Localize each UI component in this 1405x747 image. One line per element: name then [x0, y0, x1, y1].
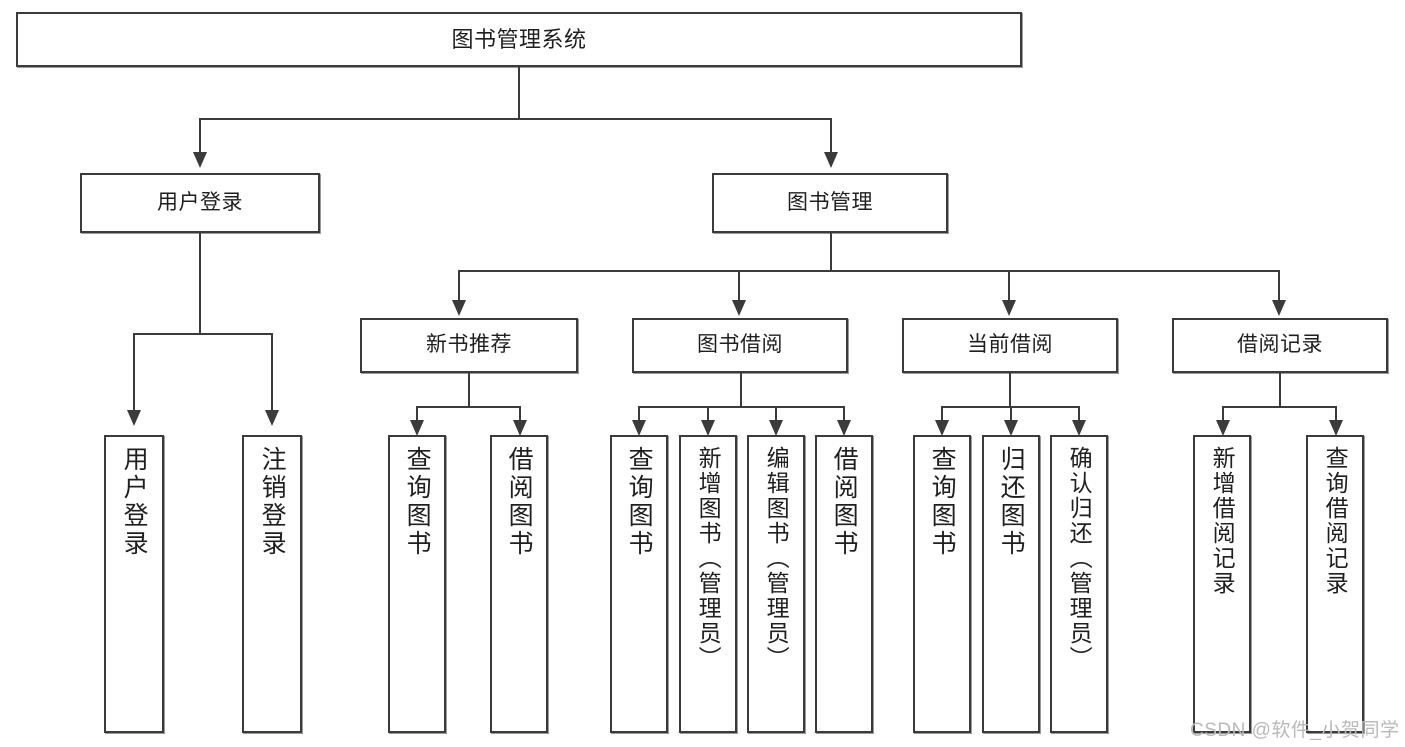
node-leaf-rcd-add-label: 新增借阅记录 [1209, 446, 1236, 596]
node-borrow-record-label: 借阅记录 [1237, 333, 1323, 357]
node-leaf-rec-query-book[interactable]: 查询图书 [388, 435, 446, 733]
connector-drop-borrow-record [1278, 270, 1280, 302]
arrow-leaf-user-login [127, 410, 141, 426]
node-user-login-label: 用户登录 [157, 190, 243, 214]
node-borrow-record[interactable]: 借阅记录 [1172, 318, 1388, 373]
arrow-leaf-cur-return-book [1004, 420, 1018, 436]
connector-drop-book-manage [830, 118, 832, 154]
arrow-leaf-cur-query-book [935, 420, 949, 436]
connector-drop-brw-edit [775, 406, 777, 422]
node-leaf-user-login-label: 用户登录 [120, 446, 149, 558]
node-current-borrow[interactable]: 当前借阅 [902, 318, 1118, 373]
connector-level3-bus [458, 270, 1280, 272]
node-leaf-rcd-add[interactable]: 新增借阅记录 [1193, 435, 1251, 733]
connector-book-manage-stem [830, 233, 832, 272]
connector-drop-rcd-query [1335, 406, 1337, 422]
connector-brw-stem [740, 373, 742, 407]
connector-drop-book-borrow [738, 270, 740, 302]
node-root[interactable]: 图书管理系统 [16, 12, 1022, 67]
arrow-leaf-rec-query-book [410, 420, 424, 436]
arrow-user-login [193, 152, 207, 168]
node-leaf-brw-query-book-label: 查询图书 [625, 446, 654, 558]
node-leaf-rec-borrow-book[interactable]: 借阅图书 [490, 435, 548, 733]
node-leaf-brw-add-book[interactable]: 新增图书（管理员） [679, 435, 737, 733]
connector-drop-cur-query [941, 406, 943, 422]
connector-brw-bus [638, 406, 844, 408]
node-leaf-cur-query-book-label: 查询图书 [928, 446, 957, 558]
connector-drop-cur-return [1010, 406, 1012, 422]
node-leaf-rcd-query[interactable]: 查询借阅记录 [1306, 435, 1364, 733]
connector-root-stem [518, 67, 520, 119]
connector-drop-brw-query [638, 406, 640, 422]
node-leaf-user-logout-label: 注销登录 [258, 446, 287, 558]
node-leaf-rec-borrow-book-label: 借阅图书 [505, 446, 534, 558]
connector-rec-bus [416, 406, 521, 408]
arrow-leaf-brw-borrow-book [837, 420, 851, 436]
arrow-borrow-record [1272, 300, 1286, 316]
node-leaf-brw-query-book[interactable]: 查询图书 [610, 435, 668, 733]
node-current-borrow-label: 当前借阅 [967, 333, 1053, 357]
arrow-book-borrow [732, 300, 746, 316]
arrow-leaf-rec-borrow-book [513, 420, 527, 436]
arrow-leaf-cur-confirm [1072, 420, 1086, 436]
arrow-leaf-rcd-query [1329, 420, 1343, 436]
node-book-manage-label: 图书管理 [787, 190, 873, 214]
node-leaf-cur-confirm[interactable]: 确认归还（管理员） [1050, 435, 1108, 733]
arrow-new-book-recommend [452, 300, 466, 316]
node-new-book-recommend-label: 新书推荐 [426, 333, 512, 357]
node-leaf-cur-return-book[interactable]: 归还图书 [982, 435, 1040, 733]
connector-user-login-bus [133, 333, 273, 335]
node-leaf-user-logout[interactable]: 注销登录 [242, 435, 302, 733]
arrow-leaf-user-logout [265, 410, 279, 426]
arrow-current-borrow [1002, 300, 1016, 316]
node-book-manage[interactable]: 图书管理 [712, 173, 948, 233]
node-leaf-brw-edit-book-label: 编辑图书（管理员） [763, 446, 790, 671]
arrow-leaf-rcd-add [1216, 420, 1230, 436]
node-new-book-recommend[interactable]: 新书推荐 [360, 318, 578, 373]
node-leaf-brw-edit-book[interactable]: 编辑图书（管理员） [747, 435, 805, 733]
node-book-borrow[interactable]: 图书借阅 [632, 318, 848, 373]
node-leaf-cur-return-book-label: 归还图书 [997, 446, 1026, 558]
arrow-leaf-brw-edit-book [769, 420, 783, 436]
node-leaf-rec-query-book-label: 查询图书 [403, 446, 432, 558]
connector-rcd-bus [1222, 406, 1337, 408]
connector-drop-brw-borrow [843, 406, 845, 422]
connector-drop-current-borrow [1008, 270, 1010, 302]
connector-rcd-stem [1279, 373, 1281, 407]
node-leaf-cur-confirm-label: 确认归还（管理员） [1066, 446, 1093, 671]
connector-drop-leaf-user-logout [271, 333, 273, 412]
node-book-borrow-label: 图书借阅 [697, 333, 783, 357]
connector-drop-brw-add [707, 406, 709, 422]
connector-drop-new-book-recommend [458, 270, 460, 302]
connector-drop-leaf-user-login [133, 333, 135, 412]
node-leaf-brw-borrow-book[interactable]: 借阅图书 [815, 435, 873, 733]
connector-cur-stem [1009, 373, 1011, 407]
node-user-login[interactable]: 用户登录 [80, 173, 320, 233]
connector-level1-bus [199, 118, 831, 120]
arrow-leaf-brw-query-book [632, 420, 646, 436]
connector-user-login-stem [199, 233, 201, 334]
connector-drop-rcd-add [1222, 406, 1224, 422]
node-leaf-brw-borrow-book-label: 借阅图书 [830, 446, 859, 558]
connector-drop-rec-borrow [519, 406, 521, 422]
node-root-label: 图书管理系统 [451, 26, 587, 52]
arrow-leaf-brw-add-book [701, 420, 715, 436]
arrow-book-manage [824, 152, 838, 168]
node-leaf-rcd-query-label: 查询借阅记录 [1322, 446, 1349, 596]
connector-drop-user-login [199, 118, 201, 154]
connector-drop-rec-query [416, 406, 418, 422]
connector-rec-stem [468, 373, 470, 407]
node-leaf-brw-add-book-label: 新增图书（管理员） [695, 446, 722, 671]
connector-drop-cur-confirm [1078, 406, 1080, 422]
node-leaf-cur-query-book[interactable]: 查询图书 [913, 435, 971, 733]
node-leaf-user-login[interactable]: 用户登录 [104, 435, 164, 733]
